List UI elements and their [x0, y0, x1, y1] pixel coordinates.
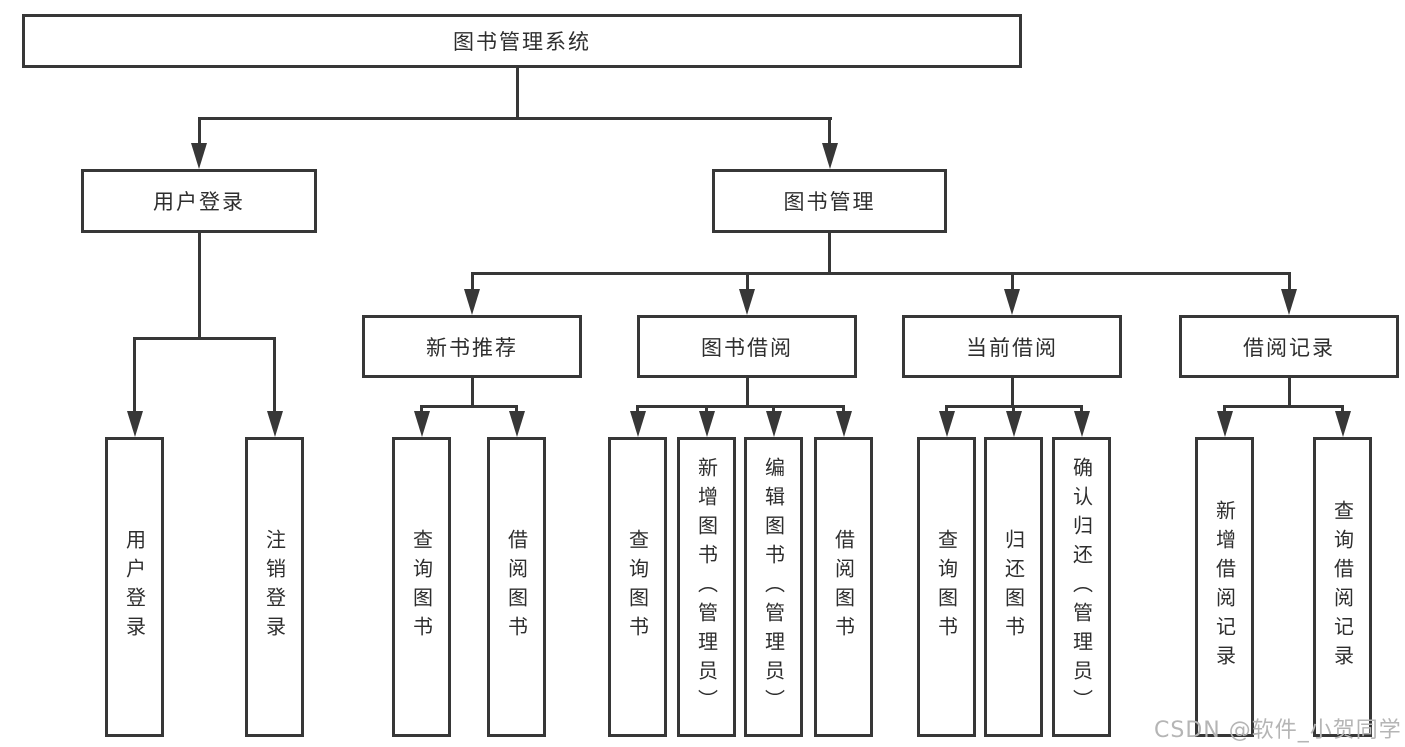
node-new-book-recommend: 新书推荐 [362, 315, 582, 378]
node-book-borrow: 图书借阅 [637, 315, 857, 378]
arrowhead-nb-borrow [508, 411, 525, 437]
edge-drop-cb-query [945, 405, 948, 415]
edge-root-stem [515, 68, 519, 118]
arrowhead-current-borrow [1004, 289, 1020, 315]
arrowhead-logout-leaf [266, 411, 283, 437]
edge-user-login-stem [197, 232, 201, 339]
arrowhead-bb-borrow [835, 411, 852, 437]
arrowhead-bb-query [629, 411, 646, 437]
arrowhead-book-management [821, 143, 838, 169]
leaf-nb-borrow-books: 借阅图书 [487, 437, 546, 737]
edge-borrow-records-branch [1223, 405, 1344, 408]
leaf-user-login: 用户登录 [105, 437, 164, 737]
edge-book-management-branch [470, 272, 1290, 275]
leaf-br-query-record: 查询借阅记录 [1313, 437, 1372, 737]
arrowhead-new-book [464, 289, 480, 315]
node-library-management-system: 图书管理系统 [22, 14, 1022, 68]
edge-drop-borrow-records [1287, 272, 1291, 292]
edge-new-book-stem [470, 378, 474, 407]
edge-user-login-branch [133, 337, 276, 340]
edge-book-management-stem [828, 233, 831, 274]
leaf-bb-query-books: 查询图书 [608, 437, 667, 737]
leaf-logout: 注销登录 [245, 437, 304, 737]
leaf-br-add-record: 新增借阅记录 [1195, 437, 1254, 737]
edge-drop-cb-return [1012, 405, 1015, 415]
arrowhead-bb-edit [765, 411, 782, 437]
leaf-cb-return-books: 归还图书 [984, 437, 1043, 737]
edge-book-borrow-branch [636, 405, 845, 408]
csdn-watermark: CSDN @软件_小贺同学 [1154, 718, 1402, 743]
edge-drop-user-login [197, 117, 201, 147]
leaf-bb-edit-book-admin: 编辑图书（管理员） [744, 437, 803, 737]
edge-drop-new-book [470, 272, 474, 292]
arrowhead-borrow-records [1281, 289, 1297, 315]
node-book-management: 图书管理 [712, 169, 947, 233]
edge-drop-bb-edit [772, 405, 775, 415]
leaf-cb-confirm-return-admin: 确认归还（管理员） [1052, 437, 1111, 737]
edge-drop-current-borrow [1010, 272, 1014, 292]
edge-drop-cb-confirm [1080, 405, 1083, 415]
arrowhead-user-login [191, 143, 207, 169]
arrowhead-book-borrow [739, 289, 755, 315]
node-user-login: 用户登录 [81, 169, 317, 233]
leaf-nb-query-books: 查询图书 [392, 437, 451, 737]
arrowhead-br-query [1334, 411, 1351, 437]
edge-drop-bb-query [636, 405, 639, 415]
arrowhead-cb-return [1005, 411, 1022, 437]
edge-drop-book-borrow [745, 272, 749, 292]
arrowhead-cb-confirm [1073, 411, 1090, 437]
leaf-bb-borrow-books: 借阅图书 [814, 437, 873, 737]
arrowhead-nb-query [413, 411, 430, 437]
edge-drop-nb-borrow [515, 405, 518, 415]
arrowhead-br-add [1216, 411, 1233, 437]
edge-borrow-records-stem [1287, 378, 1291, 407]
edge-drop-logout-leaf [273, 337, 276, 417]
edge-drop-login-leaf [133, 337, 136, 417]
edge-drop-br-add [1223, 405, 1226, 415]
edge-drop-bb-borrow [842, 405, 845, 415]
edge-book-borrow-stem [745, 378, 749, 407]
edge-drop-bb-add [705, 405, 708, 415]
edge-root-branch [197, 117, 832, 120]
edge-drop-book-management [828, 117, 831, 147]
node-current-borrow: 当前借阅 [902, 315, 1122, 378]
arrowhead-cb-query [938, 411, 955, 437]
arrowhead-login-leaf [126, 411, 143, 437]
edge-current-borrow-stem [1010, 378, 1014, 407]
node-borrow-records: 借阅记录 [1179, 315, 1399, 378]
arrowhead-bb-add [698, 411, 715, 437]
edge-new-book-branch [420, 405, 518, 408]
edge-drop-nb-query [420, 405, 423, 415]
leaf-bb-add-book-admin: 新增图书（管理员） [677, 437, 736, 737]
edge-drop-br-query [1341, 405, 1344, 415]
leaf-cb-query-books: 查询图书 [917, 437, 976, 737]
